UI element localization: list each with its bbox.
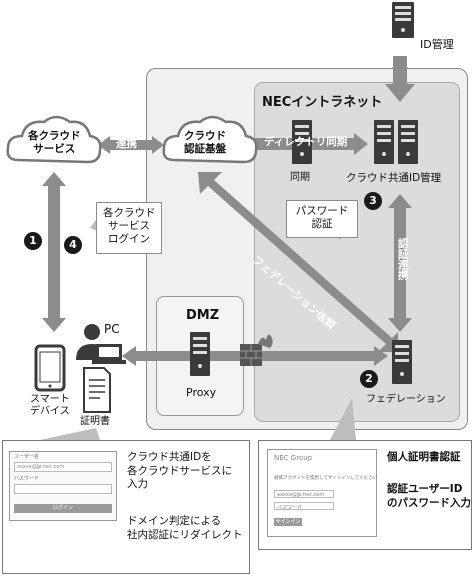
step-2-number: 2 [365, 372, 373, 385]
step-3-number: 3 [369, 194, 377, 207]
server-icon [190, 332, 210, 376]
certificate-label: 証明書 [80, 416, 110, 427]
cloud-services-shape [6, 115, 102, 164]
cloud-auth-shape [162, 115, 258, 164]
pc-label: PC [104, 322, 120, 336]
step-2-badge: 2 [360, 370, 378, 388]
mini-login-button-text: ログイン [52, 505, 73, 511]
mini-signin-text: サインイン [275, 519, 301, 525]
firewall-icon [240, 334, 273, 366]
password-auth-text: パスワード 認証 [295, 205, 349, 231]
server-icon [392, 340, 412, 384]
mini-email-field: xxxxx@jp.nec.com [274, 490, 334, 498]
proxy-label: Proxy [186, 386, 217, 399]
right-panel-desc1: 個人証明書認証 [387, 451, 461, 463]
mini-desc: 組織アカウントを使用してサインインしてください [274, 476, 378, 481]
mini-login-button: ログイン [14, 504, 112, 513]
mini-signin-button: サインイン [274, 518, 302, 526]
right-info-panel: NEC Group 組織アカウントを使用してサインインしてください xxxxx@… [258, 440, 472, 550]
mini-password-field [14, 484, 112, 494]
mini-username-field: xxxxx@jp.nec.com [14, 462, 112, 472]
dmz-title: DMZ [186, 308, 220, 323]
login-arrow [42, 172, 66, 332]
mini-title: NEC Group [274, 454, 313, 462]
callout-pointer-right [330, 398, 356, 440]
server-icon [392, 2, 414, 38]
auth-link-arrow [388, 194, 412, 332]
right-panel-desc2: 認証ユーザーID のパスワード入力 [387, 483, 471, 509]
id-mgmt-label: ID管理 [420, 38, 454, 51]
left-panel-desc2: ドメイン判定による 社内認証にリダイレクト [127, 515, 243, 541]
sync-label: 同期 [290, 172, 310, 183]
left-info-panel: ユーザー名 xxxxx@jp.nec.com パスワード ログイン クラウド共通… [2, 440, 250, 574]
certificate-icon [83, 367, 111, 413]
smartphone-icon [34, 344, 66, 392]
cloud-id-mgmt-label: クラウド共通ID管理 [346, 172, 442, 184]
server-icon [292, 120, 312, 164]
renkei-arrow [98, 136, 164, 154]
smart-device-label: スマート デバイス [30, 394, 70, 417]
id-mgmt-arrow [385, 56, 415, 102]
pc-user-icon [76, 324, 126, 364]
mini-pass-value: パスワード [277, 505, 303, 511]
mini-email-value: xxxxx@jp.nec.com [277, 492, 325, 498]
server-icon [398, 120, 418, 164]
step-4-number: 4 [69, 238, 77, 251]
federation-label: フェデレーション [366, 394, 446, 405]
left-panel-desc1: クラウド共通IDを 各クラウドサービスに 入力 [127, 451, 232, 491]
mini-pass-field: パスワード [274, 502, 334, 511]
cloud-services-label: 各クラウド サービス [28, 130, 81, 155]
callout-pointer-left [40, 428, 100, 440]
cloud-auth-label: クラウド 認証基盤 [184, 130, 226, 155]
federation-login-screenshot: NEC Group 組織アカウントを使用してサインインしてください xxxxx@… [267, 449, 377, 537]
cloud-login-callout: 各クラウド サービス ログイン [96, 202, 162, 254]
step-1-number: 1 [29, 234, 37, 247]
step-4-badge: 4 [64, 236, 82, 254]
server-icon [374, 120, 394, 164]
step-1-badge: 1 [24, 232, 42, 250]
cloud-login-text: 各クラウド サービス ログイン [103, 207, 156, 246]
renkei-label: 連携 [116, 138, 137, 150]
mini-field1-label: ユーザー名 [14, 454, 39, 460]
auth-link-label: 認証連携 [396, 238, 409, 280]
directory-sync-label: ディレクトリ同期 [264, 136, 348, 148]
mini-field2-label: パスワード [14, 476, 40, 482]
intranet-title: NECイントラネット [262, 95, 383, 110]
step-3-badge: 3 [364, 192, 382, 210]
password-auth-callout: パスワード 認証 [286, 200, 358, 238]
mini-field1-value: xxxxx@jp.nec.com [17, 464, 65, 470]
cloud-login-screenshot: ユーザー名 xxxxx@jp.nec.com パスワード ログイン [9, 451, 117, 521]
